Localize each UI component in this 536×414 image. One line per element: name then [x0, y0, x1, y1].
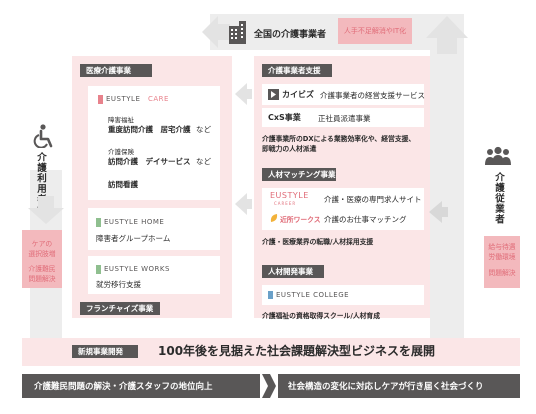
left-down-arrow — [28, 196, 64, 224]
matching-header: 人材マッチング事業 — [262, 168, 336, 181]
franchise-label: フランチャイズ事業 — [80, 302, 160, 315]
left-pink-line-4: 問題解決 — [28, 275, 56, 283]
medical-header: 医療介護事業 — [80, 64, 152, 77]
left-pink-line-2: 選択肢増 — [28, 250, 56, 258]
left-pink-box — [22, 230, 62, 288]
home-desc: 障害者グループホーム — [96, 234, 171, 243]
cxs-label: CxS事業 — [268, 113, 301, 122]
works-logo-mark — [96, 265, 101, 274]
support-summary-2: 即戦力の人材派遣 — [262, 145, 317, 153]
right-pink-line-1: 給与待遇 — [488, 243, 516, 251]
bottom-left-bar — [22, 374, 260, 398]
college-logo-mark — [268, 291, 273, 299]
home-logo-mark — [96, 218, 101, 227]
new-business-label: 新規事業開発 — [72, 345, 138, 358]
welfare-services: 重度訪問介護 居宅介護 — [108, 125, 191, 134]
care-logo-b: CARE — [148, 95, 169, 103]
mid-left-arrow-1 — [235, 83, 252, 105]
kaibiz-desc: 介護事業者の経営支援サービス — [320, 91, 425, 100]
top-badge: 人手不足解消やIT化 — [338, 18, 412, 44]
home-card: EUSTYLE HOME 障害者グループホーム — [88, 208, 220, 250]
right-pink-line-2: 労働環境 — [488, 253, 516, 261]
nursing-label: 訪問看護 — [108, 180, 138, 189]
insurance-etc: など — [196, 157, 211, 166]
development-summary: 介護福祉の資格取得スクール/人材育成 — [262, 312, 381, 320]
insurance-services: 訪問介護 デイサービス — [108, 157, 191, 166]
right-pink-box — [484, 236, 520, 288]
kaibiz-card: カイビズ 介護事業者の経営支援サービス — [262, 84, 425, 105]
left-pink-line-1: ケアの — [31, 240, 53, 248]
kinjo-desc: 介護のお仕事マッチング — [324, 215, 407, 224]
building-icon — [229, 21, 246, 44]
right-col-left-arrow — [429, 201, 448, 223]
matching-summary: 介護・医療業界の転職/人材採用支援 — [262, 238, 374, 246]
works-logo: EUSTYLE WORKS — [104, 265, 170, 273]
bottom-left-text: 介護難民問題の解決・介護スタッフの地位向上 — [34, 382, 213, 392]
top-providers-block: 全国の介護事業者 — [222, 20, 336, 46]
right-pink-line-3: 問題解決 — [488, 269, 516, 277]
right-up-arrow — [426, 16, 468, 54]
kinjo-logo: 近所ワークス — [280, 216, 321, 224]
development-header: 人材開発事業 — [262, 265, 324, 278]
works-desc: 就労移行支援 — [96, 280, 141, 289]
college-logo: EUSTYLE COLLEGE — [276, 291, 350, 299]
new-business-text: 100年後を見据えた社会課題解決型ビジネスを展開 — [158, 344, 436, 358]
career-logo: EUSTYLE — [270, 191, 309, 200]
college-card: EUSTYLE COLLEGE — [262, 285, 424, 305]
care-logo-mark — [98, 95, 103, 104]
cxs-card: CxS事業 正社員派遣事業 — [262, 108, 424, 127]
insurance-label: 介護保険 — [108, 148, 134, 156]
career-desc: 介護・医療の専門求人サイト — [324, 195, 422, 204]
support-summary-1: 介護事業所のDXによる業務効率化や、経営支援、 — [262, 135, 416, 143]
works-card: EUSTYLE WORKS 就労移行支援 — [88, 256, 220, 294]
home-logo: EUSTYLE HOME — [104, 218, 165, 226]
right-frame-band — [430, 14, 464, 342]
cxs-desc: 正社員派遣事業 — [318, 114, 371, 123]
mid-left-arrow-2 — [235, 193, 252, 215]
care-card: EUSTYLE CARE 障害福祉 重度訪問介護 居宅介護 など 介護保険 訪問… — [88, 86, 220, 200]
right-title: 介護従業者 — [493, 172, 504, 225]
welfare-etc: など — [196, 125, 211, 134]
kaibiz-logo: カイビズ — [282, 90, 314, 99]
bottom-right-text: 社会構造の変化に対応しケアが行き届く社会づくり — [288, 382, 484, 392]
kinjo-works-leaf-icon — [270, 214, 278, 222]
career-sub: CAREER — [274, 201, 297, 206]
bottom-arrow — [262, 374, 276, 398]
top-left-arrow — [202, 16, 230, 48]
left-pink-line-3: 介護難民 — [28, 265, 56, 273]
people-group-icon — [485, 146, 511, 165]
kaibiz-logo-icon — [268, 89, 279, 100]
bottom-right-bar — [278, 374, 520, 398]
matching-card: EUSTYLE CAREER 介護・医療の専門求人サイト 近所ワークス 介護のお… — [262, 188, 424, 230]
wheelchair-icon — [33, 124, 53, 148]
top-title: 全国の介護事業者 — [254, 30, 327, 40]
care-logo-a: EUSTYLE — [106, 95, 141, 103]
welfare-label: 障害福祉 — [108, 116, 134, 124]
support-header: 介護事業者支援 — [262, 64, 332, 77]
left-title: 介護利用者様 — [35, 152, 46, 215]
